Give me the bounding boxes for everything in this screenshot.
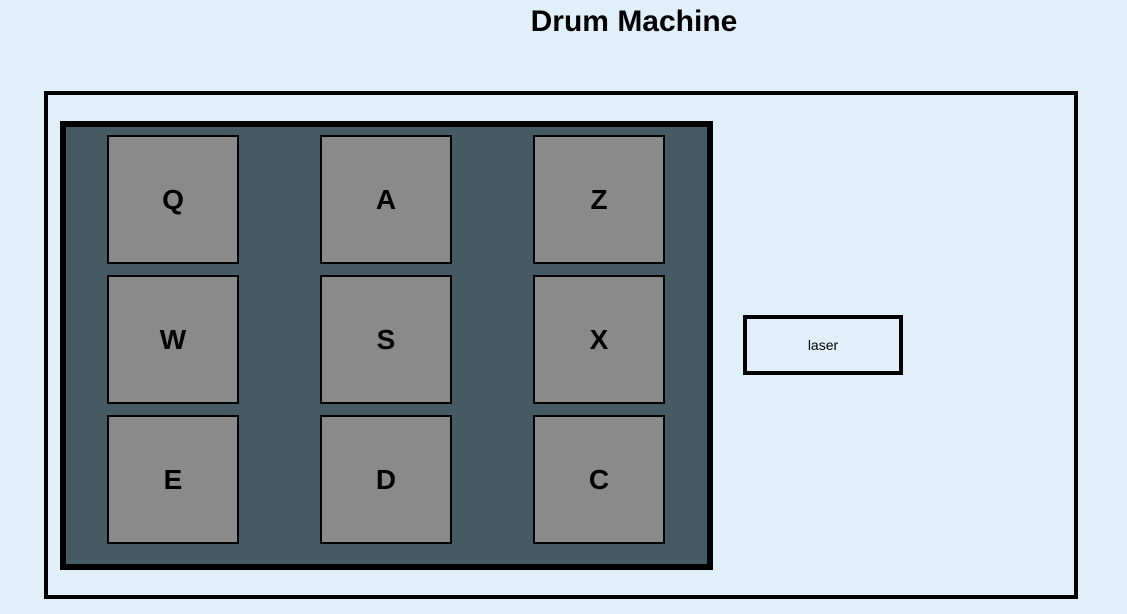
pad-bank: Q A Z W S X E D C <box>60 121 713 570</box>
drum-pad-q[interactable]: Q <box>107 135 239 264</box>
drum-pad-c[interactable]: C <box>533 415 665 544</box>
drum-pad-e[interactable]: E <box>107 415 239 544</box>
sound-display: laser <box>743 315 903 375</box>
drum-pad-d[interactable]: D <box>320 415 452 544</box>
drum-pad-s[interactable]: S <box>320 275 452 404</box>
drum-pad-w[interactable]: W <box>107 275 239 404</box>
page-title: Drum Machine <box>530 5 738 38</box>
drum-pad-x[interactable]: X <box>533 275 665 404</box>
drum-pad-z[interactable]: Z <box>533 135 665 264</box>
drum-machine-frame <box>44 91 1078 599</box>
drum-pad-a[interactable]: A <box>320 135 452 264</box>
